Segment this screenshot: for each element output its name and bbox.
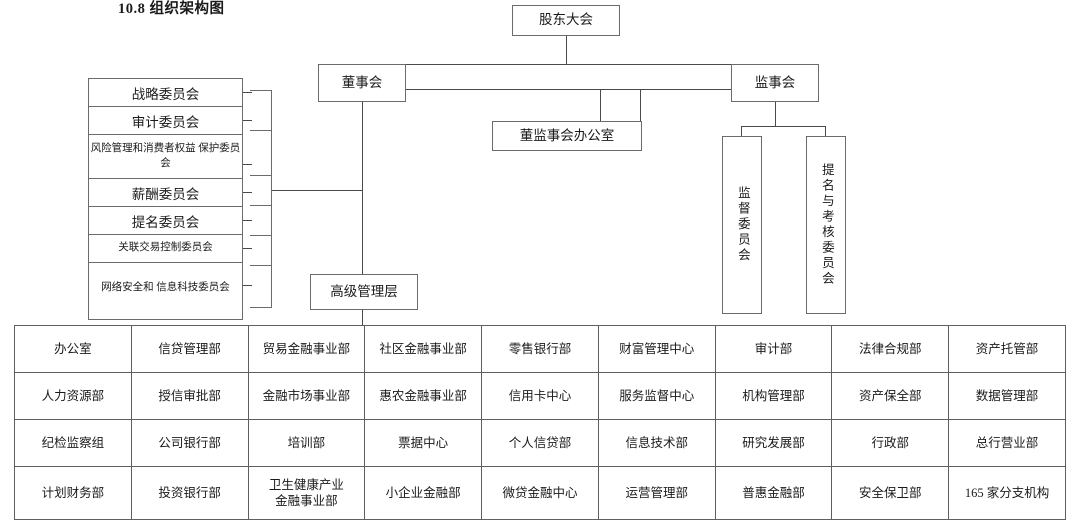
node-board-of-directors[interactable]: 董事会 (318, 64, 406, 102)
department-cell[interactable]: 运营管理部 (597, 466, 716, 520)
department-cell[interactable]: 零售银行部 (481, 325, 599, 373)
department-cell[interactable]: 纪检监察组 (14, 419, 132, 467)
department-cell[interactable]: 资产保全部 (831, 372, 950, 420)
department-cell[interactable]: 资产托管部 (948, 325, 1066, 373)
department-cell[interactable]: 票据中心 (364, 419, 483, 467)
node-shareholders-meeting[interactable]: 股东大会 (512, 5, 620, 36)
department-cell[interactable]: 法律合规部 (831, 325, 950, 373)
department-cell[interactable]: 安全保卫部 (831, 466, 950, 520)
department-cell[interactable]: 金融市场事业部 (247, 372, 366, 420)
committee-tick (243, 248, 252, 250)
department-cell[interactable]: 社区金融事业部 (364, 325, 483, 373)
committee-item[interactable]: 战略委员会 (89, 79, 242, 107)
department-cell[interactable]: 信用卡中心 (481, 372, 599, 420)
table-row: 人力资源部 授信审批部 金融市场事业部 惠农金融事业部 信用卡中心 服务监督中心… (14, 372, 1066, 420)
committee-tick (243, 285, 252, 287)
committee-stack: 战略委员会 审计委员会 风险管理和消费者权益 保护委员会 薪酬委员会 提名委员会… (88, 78, 243, 320)
node-board-supervisors-office[interactable]: 董监事会办公室 (492, 121, 642, 151)
connector-board-spine (362, 102, 364, 274)
department-table-body: 办公室 信贷管理部 贸易金融事业部 社区金融事业部 零售银行部 财富管理中心 审… (14, 325, 1066, 520)
department-cell[interactable]: 人力资源部 (14, 372, 132, 420)
table-row: 纪检监察组 公司银行部 培训部 票据中心 个人信贷部 信息技术部 研究发展部 行… (14, 419, 1066, 467)
connector-to-board-office-right (640, 89, 642, 125)
connector-board-to-right (362, 89, 776, 91)
committee-bracket-bus (250, 90, 272, 308)
department-cell[interactable]: 计划财务部 (14, 466, 132, 520)
department-cell[interactable]: 授信审批部 (130, 372, 249, 420)
connector-to-nomination-committee (825, 126, 827, 136)
committee-bus-divider (250, 130, 272, 132)
committee-item[interactable]: 审计委员会 (89, 107, 242, 135)
department-cell[interactable]: 个人信贷部 (481, 419, 599, 467)
department-cell[interactable]: 服务监督中心 (597, 372, 716, 420)
department-cell[interactable]: 小企业金融部 (364, 466, 483, 520)
department-cell[interactable]: 信息技术部 (597, 419, 716, 467)
department-cell[interactable]: 惠农金融事业部 (364, 372, 483, 420)
department-cell[interactable]: 贸易金融事业部 (247, 325, 366, 373)
connector-shareholders-down (566, 36, 568, 64)
committee-item[interactable]: 网络安全和 信息科技委员会 (101, 282, 230, 294)
committee-tick (243, 192, 252, 194)
committee-tick (243, 220, 252, 222)
node-nomination-assessment-committee[interactable]: 提名与考核委员会 (806, 136, 846, 314)
committee-bus-divider (250, 235, 272, 237)
department-cell[interactable]: 165 家分支机构 (948, 466, 1066, 520)
department-cell[interactable]: 卫生健康产业 金融事业部 (247, 466, 366, 520)
department-cell[interactable]: 培训部 (247, 419, 366, 467)
committee-tick (243, 164, 252, 166)
department-cell[interactable]: 研究发展部 (714, 419, 833, 467)
committee-item[interactable]: 风险管理和消费者权益 保护委员会 (89, 135, 242, 179)
department-cell[interactable]: 微贷金融中心 (481, 466, 599, 520)
department-cell[interactable]: 投资银行部 (130, 466, 249, 520)
department-cell[interactable]: 信贷管理部 (130, 325, 249, 373)
department-cell[interactable]: 公司银行部 (130, 419, 249, 467)
department-cell[interactable]: 审计部 (714, 325, 833, 373)
department-cell[interactable]: 机构管理部 (714, 372, 833, 420)
committee-bus-divider (250, 205, 272, 207)
committee-item[interactable]: 关联交易控制委员会 (89, 235, 242, 263)
committee-tick (243, 92, 252, 94)
connector-supervisors-sub-bus (741, 126, 825, 128)
committee-bus-divider (250, 265, 272, 267)
connector-senior-management-down (362, 310, 364, 326)
connector-to-supervision-committee (741, 126, 743, 136)
department-cell[interactable]: 数据管理部 (948, 372, 1066, 420)
node-supervision-committee[interactable]: 监督委员会 (722, 136, 762, 314)
committee-item[interactable]: 提名委员会 (89, 207, 242, 235)
department-table: 办公室 信贷管理部 贸易金融事业部 社区金融事业部 零售银行部 财富管理中心 审… (14, 325, 1066, 520)
connector-committees-to-board (271, 190, 363, 192)
node-board-of-supervisors[interactable]: 监事会 (731, 64, 819, 102)
department-cell[interactable]: 行政部 (831, 419, 950, 467)
connector-level2-bus (362, 64, 776, 66)
department-cell[interactable]: 财富管理中心 (597, 325, 716, 373)
department-cell[interactable]: 办公室 (14, 325, 132, 373)
node-senior-management[interactable]: 高级管理层 (310, 274, 418, 310)
department-cell[interactable]: 普惠金融部 (714, 466, 833, 520)
table-row: 办公室 信贷管理部 贸易金融事业部 社区金融事业部 零售银行部 财富管理中心 审… (14, 325, 1066, 373)
committee-item[interactable]: 薪酬委员会 (89, 179, 242, 207)
connector-supervisors-down (775, 102, 777, 126)
page-title: 10.8 组织架构图 (118, 1, 225, 17)
table-row: 计划财务部 投资银行部 卫生健康产业 金融事业部 小企业金融部 微贷金融中心 运… (14, 466, 1066, 520)
department-cell[interactable]: 总行营业部 (948, 419, 1066, 467)
connector-to-board-office-left (600, 89, 602, 125)
committee-bus-divider (250, 175, 272, 177)
committee-tick (243, 120, 252, 122)
